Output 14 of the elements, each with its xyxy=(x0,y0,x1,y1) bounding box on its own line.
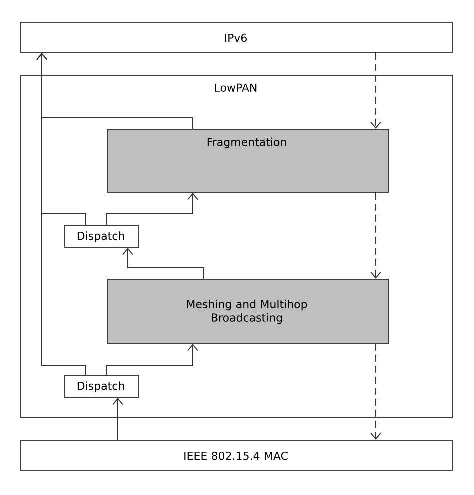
process-box: Meshing and Multihop Broadcasting xyxy=(107,279,389,344)
arrow xyxy=(370,192,382,279)
arrow xyxy=(106,193,198,226)
arrow xyxy=(370,52,382,129)
arrow xyxy=(36,53,194,130)
process-box: Fragmentation xyxy=(107,129,389,193)
dispatch-box: Dispatch xyxy=(64,225,139,248)
arrow xyxy=(112,398,124,440)
dispatch-box: Dispatch xyxy=(64,375,139,398)
arrow xyxy=(122,248,204,280)
arrow xyxy=(370,344,382,440)
layer-box: IEEE 802.15.4 MAC xyxy=(20,440,453,471)
layer-box: IPv6 xyxy=(20,22,453,53)
arrow xyxy=(106,344,198,376)
